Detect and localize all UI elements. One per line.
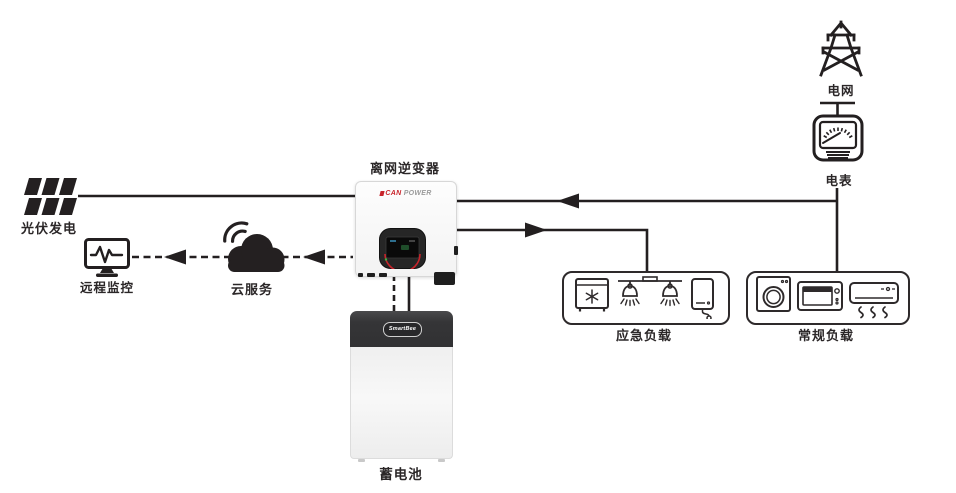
line-inverter-to-emergency bbox=[457, 228, 649, 271]
regular-load-node bbox=[746, 271, 910, 325]
phone-charging-icon bbox=[691, 278, 714, 319]
emergency-load-label: 应急负载 bbox=[615, 328, 672, 343]
grid-node bbox=[814, 20, 868, 77]
remote-monitor-node bbox=[84, 238, 130, 278]
arrow-to-monitor-icon bbox=[164, 249, 186, 265]
brand-primary: CAN bbox=[385, 190, 402, 197]
inverter-terminal bbox=[358, 273, 363, 277]
inverter-label: 离网逆变器 bbox=[369, 161, 440, 176]
brand-secondary: POWER bbox=[403, 190, 432, 197]
meter-node bbox=[812, 114, 864, 170]
inverter-display bbox=[379, 228, 426, 269]
air-conditioner-icon bbox=[849, 282, 899, 319]
battery-node: SmartBee bbox=[350, 311, 453, 462]
microwave-icon bbox=[797, 281, 843, 311]
cloud-wifi-icon bbox=[223, 221, 285, 272]
remote-monitor-label: 远程监控 bbox=[79, 281, 134, 295]
grid-label: 电网 bbox=[827, 84, 855, 98]
arrow-to-inverter-icon bbox=[557, 193, 579, 209]
fridge-icon bbox=[575, 278, 609, 312]
inverter-ac-connector bbox=[434, 272, 455, 285]
meter-label: 电表 bbox=[825, 174, 853, 188]
pv-label: 光伏发电 bbox=[20, 221, 77, 236]
monitor-pulse-icon bbox=[84, 238, 130, 277]
cloud-node bbox=[215, 214, 289, 278]
pendant-lamps-icon bbox=[618, 276, 682, 307]
battery-top-panel: SmartBee bbox=[350, 311, 453, 347]
battery-foot bbox=[358, 459, 365, 462]
battery-body bbox=[350, 347, 453, 459]
inverter-brand: CAN POWER bbox=[356, 190, 456, 197]
inverter-terminal bbox=[379, 273, 387, 277]
inverter-side-port bbox=[454, 246, 458, 255]
battery-foot bbox=[438, 459, 445, 462]
emergency-load-node bbox=[562, 271, 730, 325]
arrow-to-emergency-icon bbox=[525, 222, 547, 238]
inverter-node: CAN POWER bbox=[355, 181, 458, 285]
battery-label: 蓄电池 bbox=[379, 467, 423, 482]
inverter-terminal bbox=[367, 273, 375, 277]
cloud-label: 云服务 bbox=[230, 282, 273, 297]
solar-panel-icon bbox=[24, 178, 77, 215]
transmission-tower-icon bbox=[819, 20, 863, 77]
pv-node bbox=[24, 178, 80, 216]
electric-meter-icon bbox=[812, 114, 864, 162]
washing-machine-icon bbox=[756, 276, 791, 312]
battery-badge: SmartBee bbox=[383, 322, 422, 337]
regular-load-label: 常规负载 bbox=[797, 328, 854, 343]
arrow-to-cloud-icon bbox=[303, 249, 325, 265]
